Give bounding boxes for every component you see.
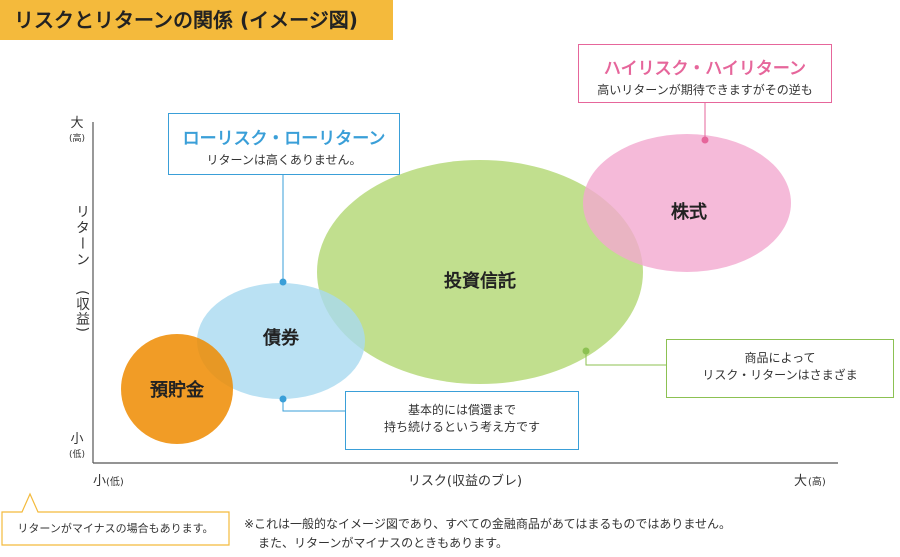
low-risk-subtitle: リターンは高くありません。 [206,153,362,167]
x-low-label: 小 [93,474,106,489]
bonds-note-callout: 基本的には償還まで 持ち続けるという考え方です [345,391,579,450]
x-low-sub-label: (低) [106,475,124,488]
y-axis-label-paren: (収益) [74,290,90,333]
low-risk-callout: ローリスク・ローリターン リターンは高くありません。 [168,113,400,175]
deposit-label: 預貯金 [150,379,205,401]
bonds-note-line2: 持ち続けるという考え方です [383,420,540,434]
y-low-label: 小 [70,432,83,447]
high-risk-title: ハイリスク・ハイリターン [603,59,807,79]
funds-note-callout: 商品によって リスク・リターンはさまざま [666,339,894,398]
footnote: ※これは一般的なイメージ図であり、すべての金融商品があてはまるものではありません… [244,515,731,553]
funds-note-connector [585,351,666,366]
funds-label: 投資信託 [444,270,516,292]
high-risk-dot [701,136,709,144]
funds-note-dot [582,347,590,355]
x-high-sub-label: (高) [808,475,826,488]
y-low-sub-label: (低) [69,448,85,460]
page-title: リスクとリターンの関係 (イメージ図) [0,0,393,40]
bonds-note-dot [279,395,287,403]
footnote-line2: また、リターンがマイナスのときもあります。 [258,536,508,550]
high-risk-subtitle: 高いリターンが期待できますがその逆も [597,83,813,97]
funds-note-line2: リスク・リターンはさまざま [702,368,858,382]
funds-note-line1: 商品によって [744,351,816,365]
low-risk-dot [279,278,287,286]
stocks-label: 株式 [671,201,707,223]
x-high-label: 大 [794,474,807,489]
bonds-note-connector [282,399,345,412]
footnote-line1: ※これは一般的なイメージ図であり、すべての金融商品があてはまるものではありません… [244,517,732,531]
funds-ellipse [317,160,643,384]
bonds-label: 債券 [262,327,300,349]
negative-note-text: リターンがマイナスの場合もあります。 [17,522,214,535]
bonds-note-line1: 基本的には償還まで [407,403,516,417]
x-axis-label: リスク(収益のブレ) [408,473,522,489]
deposit-ellipse [121,334,233,444]
negative-note-box [1,492,230,546]
low-risk-title: ローリスク・ローリターン [182,129,386,149]
bonds-ellipse [197,283,365,399]
stocks-ellipse [583,134,791,272]
high-risk-callout: ハイリスク・ハイリターン 高いリターンが期待できますがその逆も [578,44,832,103]
y-high-label: 大 [70,116,83,131]
y-high-sub-label: (高) [69,132,85,144]
y-axis-label-main: リターン [74,204,90,268]
